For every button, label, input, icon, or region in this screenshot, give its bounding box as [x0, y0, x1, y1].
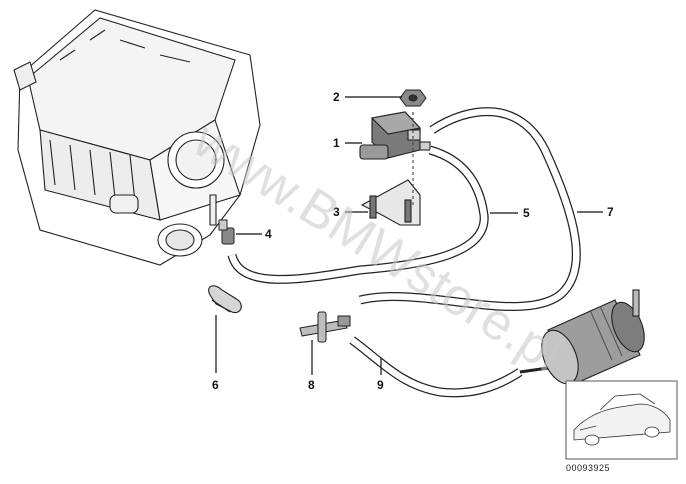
hose-7	[358, 107, 581, 311]
callout-3: 3	[333, 205, 340, 219]
hex-nut	[399, 89, 427, 107]
hose-9	[349, 336, 523, 398]
callout-9: 9	[377, 378, 384, 392]
callout-4: 4	[265, 227, 272, 241]
connector-valve	[218, 219, 235, 245]
car-thumbnail	[565, 380, 678, 460]
t-piece-connector	[299, 311, 351, 343]
solenoid-valve	[359, 111, 431, 160]
callout-5: 5	[523, 206, 530, 220]
callout-numbers: 1 2 3 4 5 6 7 8 9	[212, 90, 614, 392]
callout-lines	[215, 96, 603, 375]
callout-2: 2	[333, 90, 340, 104]
callout-8: 8	[308, 378, 315, 392]
callout-6: 6	[212, 378, 219, 392]
callout-1: 1	[333, 136, 340, 150]
mounting-bracket	[360, 112, 421, 226]
hose-5	[227, 145, 489, 284]
diagram-reference-number: 00093925	[566, 463, 610, 473]
callout-7: 7	[607, 205, 614, 219]
air-filter-housing	[13, 9, 261, 266]
fuel-filter	[519, 289, 645, 386]
hose-clip	[208, 285, 242, 314]
